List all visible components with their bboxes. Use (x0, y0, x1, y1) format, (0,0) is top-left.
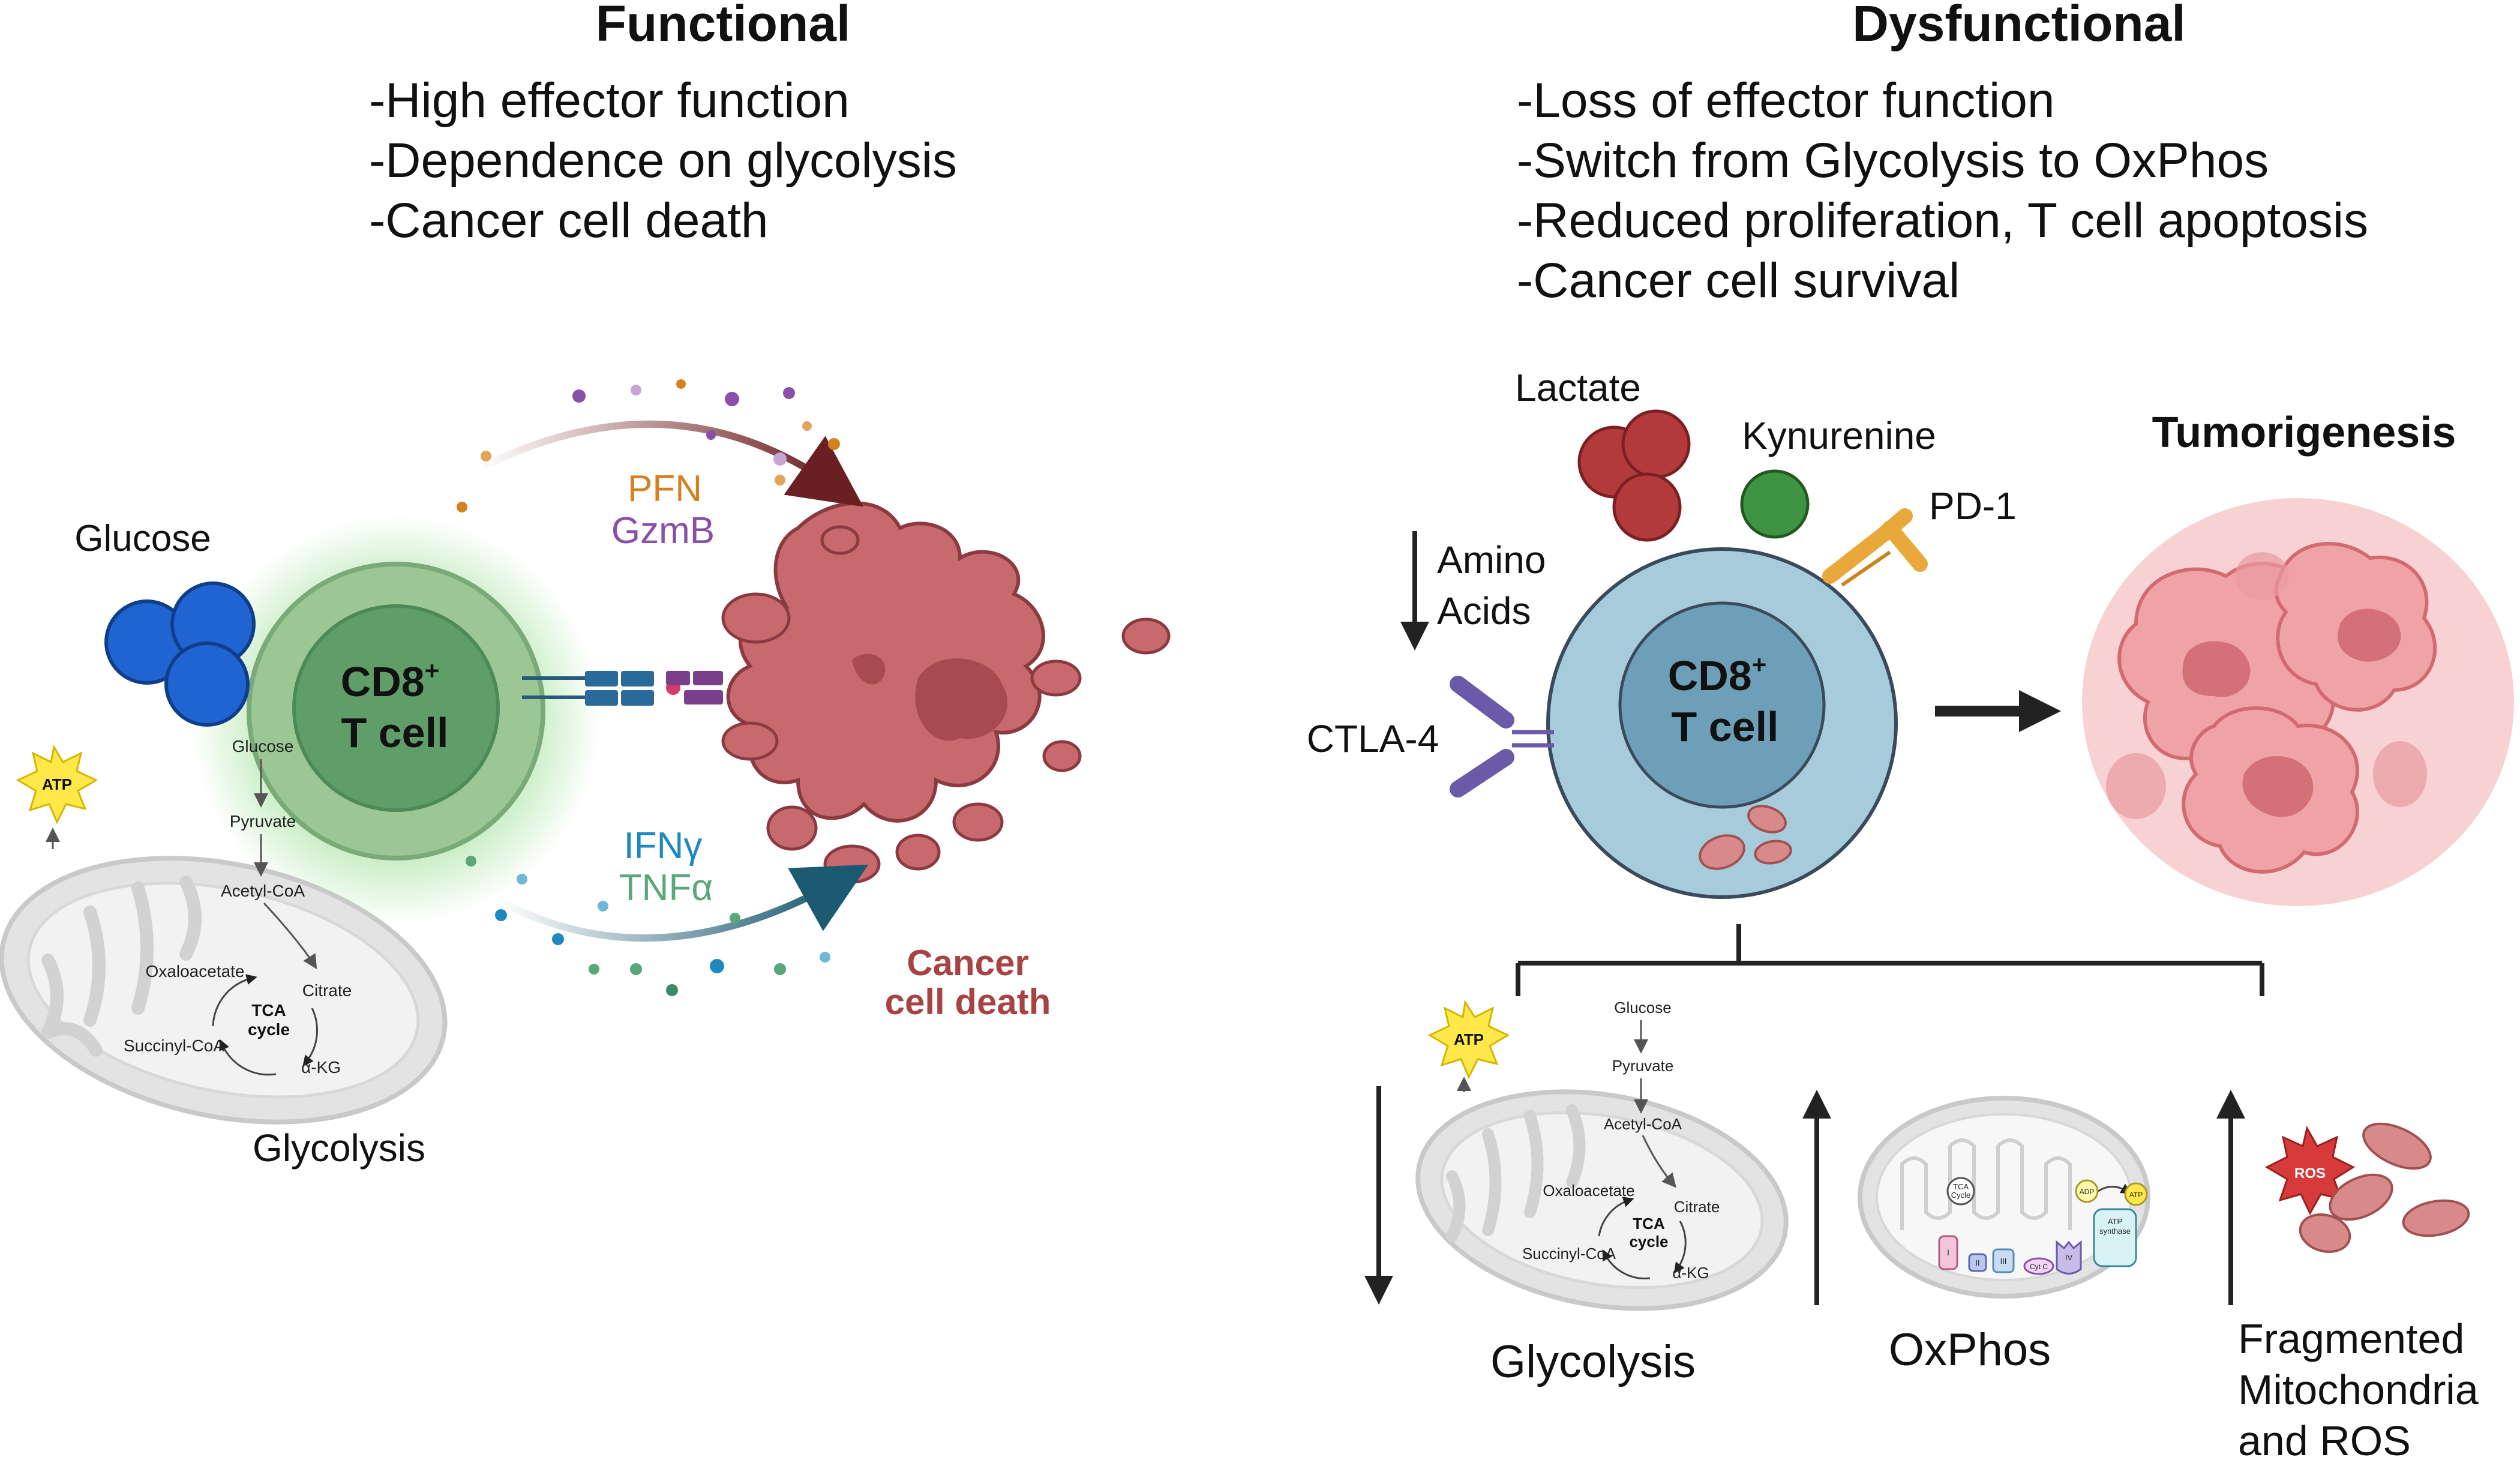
atp-right-label: ATP (1454, 1030, 1484, 1048)
amino-label-1: Amino (1437, 538, 1546, 581)
pd1-receptor (1822, 508, 1928, 587)
dysfunctional-title: Dysfunctional (1852, 0, 2185, 52)
svg-text:Cyt C: Cyt C (2030, 1263, 2048, 1271)
death-label-2: cell death (885, 982, 1051, 1022)
functional-cell-label-2: T cell (341, 709, 449, 756)
dysfunctional-bullet-2: -Switch from Glycolysis to OxPhos (1517, 133, 2269, 188)
glycolysis-left-label: Glycolysis (253, 1126, 425, 1170)
tnfa-label: TNFα (619, 867, 713, 909)
svg-text:Glucose: Glucose (1614, 999, 1671, 1017)
functional-title: Functional (596, 0, 851, 52)
oxphos-label: OxPhos (1889, 1324, 2051, 1375)
mitochondrion-right (1415, 1089, 1789, 1311)
svg-text:Pyruvate: Pyruvate (1612, 1057, 1674, 1075)
svg-text:TCA: TCA (251, 1001, 286, 1020)
fragmented-mitochondria (2299, 1122, 2470, 1253)
glucose-ball-3 (164, 641, 250, 727)
dying-cancer-cell (721, 501, 1171, 884)
svg-text:TCA: TCA (1953, 1182, 1969, 1191)
kynurenine-ball (1740, 469, 1810, 539)
glycolysis-right-label: Glycolysis (1490, 1336, 1696, 1387)
svg-text:Acetyl-CoA: Acetyl-CoA (221, 882, 305, 900)
atp-burst-left: ATP (16, 744, 98, 849)
functional-bullet-2: -Dependence on glycolysis (369, 133, 957, 188)
svg-text:Succinyl-CoA: Succinyl-CoA (1522, 1245, 1616, 1263)
death-label-1: Cancer (907, 943, 1028, 983)
pd1-label: PD-1 (1929, 484, 2017, 527)
ifng-label: IFNγ (624, 825, 703, 867)
ros-label: ROS (2294, 1165, 2326, 1182)
lactate-ball-2 (1621, 409, 1691, 479)
dysfunctional-bullet-4: -Cancer cell survival (1517, 253, 1960, 308)
svg-text:Oxaloacetate: Oxaloacetate (1543, 1182, 1634, 1200)
glucose-label: Glucose (74, 518, 211, 559)
fragmented-label-3: and ROS (2238, 1417, 2411, 1464)
dysfunctional-bullet-3: -Reduced proliferation, T cell apoptosis (1517, 193, 2368, 248)
lactate-ball-3 (1612, 472, 1682, 542)
svg-text:TCA: TCA (1633, 1215, 1665, 1233)
ctla4-label: CTLA-4 (1307, 717, 1439, 760)
svg-text:Glucose: Glucose (232, 737, 294, 756)
ctla4-receptor (1450, 676, 1554, 798)
fragmented-label-2: Mitochondria (2238, 1366, 2479, 1413)
functional-bullet-1: -High effector function (369, 73, 850, 128)
svg-text:Succinyl-CoA: Succinyl-CoA (124, 1036, 224, 1055)
svg-text:IV: IV (2065, 1253, 2073, 1262)
tumorigenesis-label: Tumorigenesis (2152, 409, 2456, 457)
ifng-tnfa-dots (466, 856, 830, 996)
ifng-tnfa-arrow (496, 864, 869, 942)
atp-left-label: ATP (42, 775, 72, 793)
svg-text:cycle: cycle (1629, 1233, 1668, 1251)
fragmented-label-1: Fragmented (2238, 1315, 2464, 1362)
dysfunctional-bullet-1: -Loss of effector function (1517, 73, 2054, 128)
svg-text:ADP: ADP (2080, 1188, 2095, 1196)
functional-tcell-nucleus (292, 604, 500, 812)
dysfunctional-cell-label-1: CD8+ (1668, 650, 1767, 699)
atp-burst-right: ATP (1427, 999, 1510, 1092)
svg-text:ATP: ATP (2108, 1217, 2122, 1226)
pfn-gzmb-dots (457, 379, 840, 512)
svg-text:α-KG: α-KG (301, 1058, 341, 1077)
gzmb-label: GzmB (611, 510, 715, 551)
dysfunctional-cell-label-2: T cell (1672, 703, 1779, 750)
ros-burst: ROS (2264, 1125, 2356, 1216)
mitochondrion-left (0, 856, 448, 1125)
amino-label-2: Acids (1437, 589, 1531, 632)
svg-text:Acetyl-CoA: Acetyl-CoA (1604, 1115, 1682, 1133)
pathway-right: Glucose Pyruvate Acetyl-CoA Oxaloacetate… (1522, 999, 1720, 1282)
tumor-cluster (2082, 498, 2514, 906)
dysfunctional-tcell-nucleus (1618, 601, 1826, 809)
svg-text:Citrate: Citrate (302, 981, 352, 1000)
svg-text:Cycle: Cycle (1951, 1191, 1971, 1200)
lactate-label: Lactate (1515, 366, 1641, 409)
svg-text:Pyruvate: Pyruvate (230, 812, 296, 831)
pfn-gzmb-arrow (478, 420, 864, 507)
tcr-synapse (522, 671, 723, 706)
svg-text:cycle: cycle (248, 1020, 290, 1039)
svg-text:II: II (1975, 1258, 1979, 1267)
functional-bullet-3: -Cancer cell death (369, 193, 768, 248)
pfn-label: PFN (628, 468, 702, 509)
svg-text:I: I (1947, 1248, 1949, 1257)
svg-text:synthase: synthase (2099, 1227, 2131, 1236)
svg-text:Oxaloacetate: Oxaloacetate (146, 962, 245, 981)
svg-text:α-KG: α-KG (1672, 1264, 1709, 1282)
svg-text:III: III (2000, 1257, 2007, 1266)
metabolism-bracket (1516, 924, 2264, 996)
to-tumor-arrow (1935, 690, 2061, 732)
fragmented-mito-in-cell (1699, 805, 1792, 870)
pathway-left: Glucose Pyruvate Acetyl-CoA Oxaloacetate… (124, 737, 352, 1077)
svg-text:Citrate: Citrate (1674, 1198, 1720, 1216)
kynurenine-label: Kynurenine (1742, 414, 1936, 457)
functional-cell-label-1: CD8+ (341, 656, 440, 705)
svg-text:ATP: ATP (2129, 1191, 2143, 1199)
oxphos-mitochondrion: TCA Cycle I II III Cyt C IV ADP ATP ATP … (1858, 1096, 2150, 1299)
